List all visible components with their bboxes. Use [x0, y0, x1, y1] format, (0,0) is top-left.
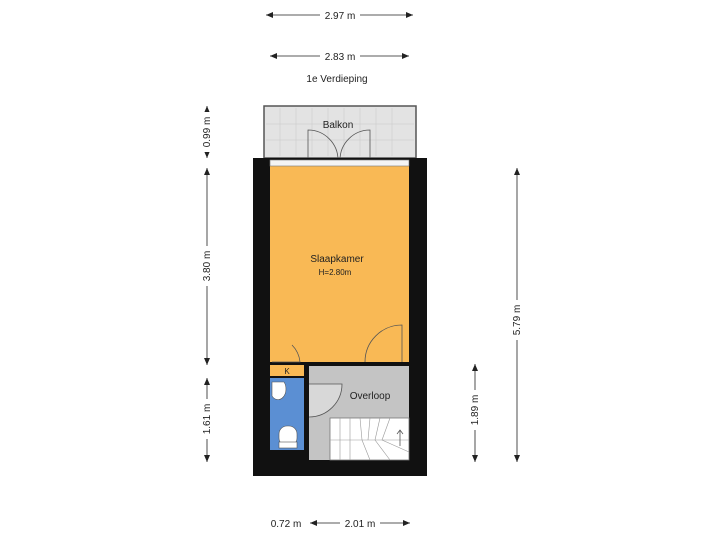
- dimension-left-balcony-label: 0.99 m: [202, 117, 213, 148]
- balcony: Balkon: [263, 105, 417, 161]
- closet-label: K: [284, 367, 290, 376]
- closet: K: [270, 344, 305, 376]
- dimension-left-bottom-label: 1.61 m: [202, 404, 213, 435]
- staircase: [329, 417, 410, 461]
- dimension-left-balcony: 0.99 m: [200, 106, 214, 158]
- dimension-top-inner-label: 2.83 m: [325, 52, 356, 63]
- balcony-label: Balkon: [323, 120, 354, 131]
- dimension-top-outer-label: 2.97 m: [325, 11, 356, 22]
- dimension-top-outer: 2.97 m: [266, 9, 413, 22]
- bedroom-label: Slaapkamer: [310, 254, 364, 265]
- dimension-bottom-right: 2.01 m: [310, 517, 410, 530]
- dimension-bottom-left: 0.72 m: [271, 519, 302, 530]
- dimension-top-inner: 2.83 m: [270, 50, 409, 63]
- balcony-door: [307, 129, 339, 161]
- dimension-right-bottom: 1.89 m: [468, 364, 482, 462]
- dimension-left-bedroom-label: 3.80 m: [202, 251, 213, 282]
- dimension-right-total: 5.79 m: [510, 168, 524, 462]
- landing-label: Overloop: [350, 391, 391, 402]
- dimension-right-total-label: 5.79 m: [512, 305, 523, 336]
- dimension-right-bottom-label: 1.89 m: [470, 395, 481, 426]
- bedroom: Slaapkamer H=2.80m: [269, 159, 410, 363]
- floor-title: 1e Verdieping: [306, 74, 367, 85]
- dimension-bottom-left-label: 0.72 m: [271, 519, 302, 530]
- dimension-left-bottom: 1.61 m: [200, 378, 214, 462]
- stair-arrow-icon: [396, 429, 404, 446]
- dimension-bottom-right-label: 2.01 m: [345, 519, 376, 530]
- bathroom-door: [308, 383, 343, 418]
- sink-icon: [271, 381, 287, 400]
- bedroom-height: H=2.80m: [319, 268, 352, 277]
- bathroom: [270, 378, 304, 450]
- landing: Overloop: [308, 366, 410, 461]
- closet-door: [272, 344, 301, 363]
- bedroom-door: [364, 324, 403, 363]
- dimension-left-bedroom: 3.80 m: [200, 168, 214, 365]
